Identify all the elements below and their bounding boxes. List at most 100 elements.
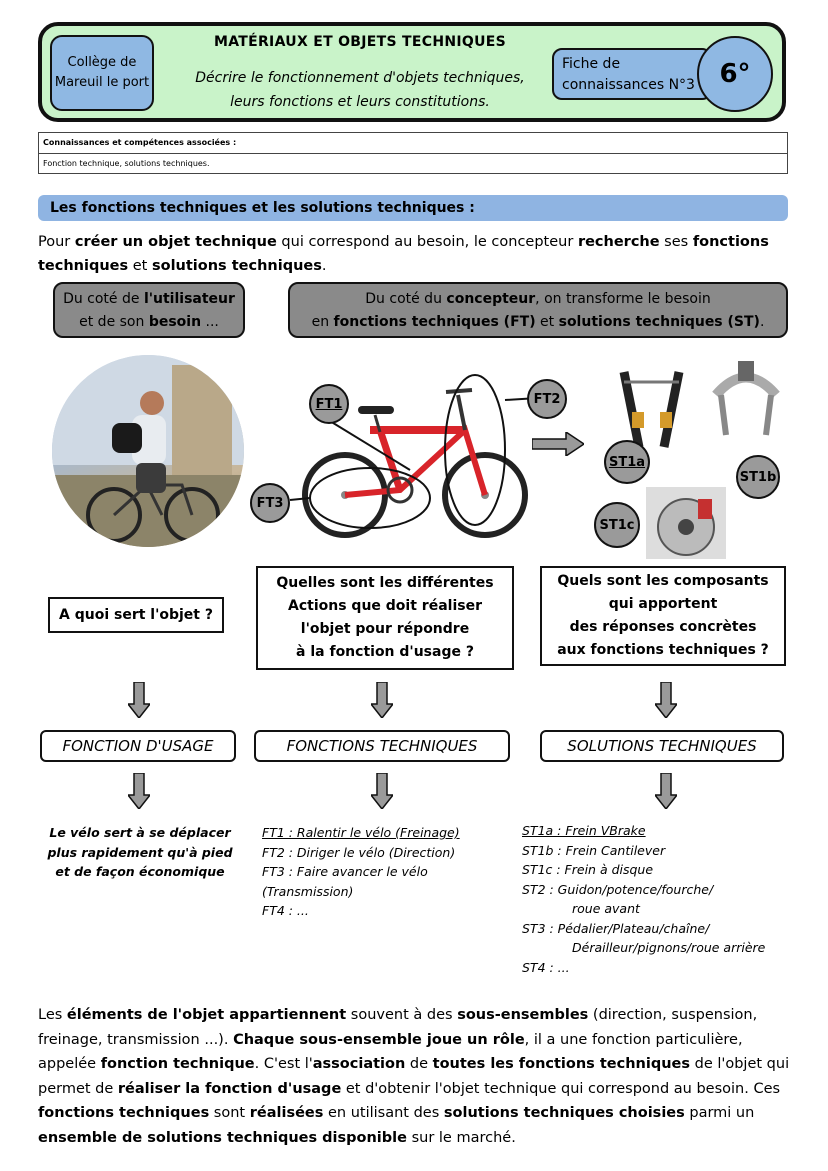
st1b-label: ST1b — [736, 455, 780, 499]
st-list-item: ST4 : ... — [522, 959, 570, 975]
fiche-line-2: connaissances N°3 — [562, 77, 695, 93]
st-question-line: des réponses concrètes — [569, 619, 757, 635]
designer-side-box: Du coté du concepteur, on transforme le … — [288, 282, 788, 338]
st-question-box: Quels sont les composants qui apportent … — [540, 566, 786, 666]
cantilever-brake-image — [712, 361, 780, 436]
intro-text: et — [128, 258, 152, 274]
disc-brake-image — [646, 487, 726, 559]
ft2-text: FT2 — [533, 391, 561, 407]
user-box-bold: l'utilisateur — [143, 291, 235, 307]
ft3-label: FT3 — [250, 483, 290, 523]
down-arrow-icon — [655, 682, 677, 718]
st1a-label: ST1a — [604, 440, 650, 484]
footer-bold: ensemble de solutions techniques disponi… — [38, 1129, 407, 1146]
intro-text: . — [321, 258, 327, 274]
st1c-text: ST1c — [599, 517, 635, 533]
designer-box-text: , on transforme le besoin — [535, 291, 711, 307]
designer-box-text: en — [311, 314, 334, 330]
footer-text: sur le marché. — [406, 1129, 516, 1146]
footer-text: , il a une fonction particulière, appelé… — [38, 1031, 743, 1073]
usage-line: Le vélo sert à se déplacer — [49, 825, 231, 840]
school-name: Collège de Mareuil le port — [50, 35, 154, 111]
down-arrow-icon — [655, 773, 677, 809]
designer-box-bold: concepteur — [446, 291, 536, 307]
ft1-label: FT1 — [309, 384, 349, 424]
footer-bold: réaliser la fonction d'usage — [117, 1080, 342, 1097]
st-question-line: Quels sont les composants — [557, 573, 769, 589]
ft-list: FT1 : Ralentir le vélo (Freinage) FT2 : … — [262, 823, 522, 921]
footer-text: de l'objet qui permet de — [38, 1056, 790, 1097]
st-list-item: ST1c : Frein à disque — [522, 862, 654, 877]
fiche-line-1: Fiche de — [562, 56, 621, 72]
st1c-label: ST1c — [594, 502, 640, 548]
footer-bold: sous-ensembles — [457, 1007, 589, 1023]
intro-bold: créer un objet technique — [74, 234, 277, 250]
designer-box-bold: fonctions techniques (FT) — [333, 314, 536, 330]
fonctions-techniques-header: FONCTIONS TECHNIQUES — [254, 730, 510, 762]
user-side-box: Du coté de l'utilisateur et de son besoi… — [53, 282, 245, 338]
footer-paragraph: Les éléments de l'objet appartiennent so… — [38, 1003, 798, 1150]
usage-line: plus rapidement qu'à pied — [47, 844, 233, 860]
user-box-text: Du coté de — [63, 291, 144, 307]
intro-text: Pour — [38, 234, 75, 250]
footer-text: et d'obtenir l'objet technique qui corre… — [341, 1080, 781, 1097]
down-arrow-icon — [128, 682, 150, 718]
right-arrow-icon — [532, 432, 584, 456]
footer-bold: Chaque sous-ensemble joue un rôle — [233, 1031, 525, 1048]
section-title: Les fonctions techniques et les solution… — [38, 195, 788, 221]
competences-table: Connaissances et compétences associées :… — [38, 132, 788, 174]
grade-badge: 6° — [697, 36, 773, 112]
solutions-techniques-header: SOLUTIONS TECHNIQUES — [540, 730, 784, 762]
designer-box-text: . — [759, 314, 765, 330]
st-question-line: qui apportent — [608, 596, 718, 612]
cyclist-photo — [52, 355, 244, 547]
intro-bold: recherche — [577, 234, 660, 250]
ft-question-box: Quelles sont les différentes Actions que… — [256, 566, 514, 670]
page-subtitle: Décrire le fonctionnement d'objets techn… — [160, 66, 560, 114]
usage-question-box: A quoi sert l'objet ? — [48, 597, 224, 633]
vbrake-image — [619, 371, 684, 448]
footer-text: en utilisant des — [323, 1105, 444, 1121]
footer-bold: fonctions techniques — [38, 1105, 210, 1121]
intro-text: ses — [659, 234, 693, 250]
usage-line: et de façon économique — [55, 864, 225, 879]
ft3-text: FT3 — [256, 495, 284, 511]
user-box-text: ... — [201, 314, 219, 330]
designer-box-bold: solutions techniques (ST) — [558, 314, 760, 330]
st-list: ST1a : Frein VBrake ST1b : Frein Cantile… — [522, 821, 792, 977]
ft1-text: FT1 — [315, 396, 343, 412]
ft-list-item: (Transmission) — [262, 883, 354, 899]
footer-text: sont — [209, 1105, 250, 1121]
footer-text: parmi un — [684, 1105, 755, 1121]
footer-text: Les — [38, 1007, 67, 1023]
competences-heading: Connaissances et compétences associées : — [39, 133, 787, 154]
user-box-text: et de son — [79, 314, 149, 330]
cyclist-illustration — [52, 355, 244, 547]
callout-lines — [289, 374, 539, 529]
st1a-text: ST1a — [608, 454, 646, 470]
st1b-text: ST1b — [739, 469, 777, 485]
st-list-item: ST1a : Frein VBrake — [522, 823, 646, 838]
ft2-label: FT2 — [527, 379, 567, 419]
intro-paragraph: Pour créer un objet technique qui corres… — [38, 230, 798, 278]
ft-question-line: Quelles sont les différentes — [276, 575, 494, 591]
ft-list-item: FT1 : Ralentir le vélo (Freinage) — [262, 825, 460, 840]
competences-content: Fonction technique, solutions techniques… — [43, 159, 210, 168]
footer-bold: éléments de l'objet appartiennent — [66, 1007, 347, 1023]
designer-box-text: Du coté du — [365, 291, 447, 307]
st-list-item: ST2 : Guidon/potence/fourche/ — [522, 881, 714, 897]
fiche-label: Fiche de connaissances N°3 — [552, 48, 712, 100]
intro-bold: fonctions techniques — [38, 234, 769, 274]
footer-bold: association — [312, 1056, 406, 1072]
user-box-bold: besoin — [148, 314, 202, 330]
subtitle-line-1: Décrire le fonctionnement d'objets techn… — [195, 70, 525, 86]
intro-text: qui correspond au besoin, le concepteur — [276, 234, 578, 250]
ft-question-line: Actions que doit réaliser — [288, 598, 482, 614]
intro-bold: solutions techniques — [151, 258, 322, 274]
st-list-item: ST1b : Frein Cantilever — [522, 842, 666, 858]
designer-box-text: et — [535, 314, 559, 330]
footer-bold: toutes les fonctions techniques — [432, 1056, 690, 1072]
page-title: MATÉRIAUX ET OBJETS TECHNIQUES — [213, 34, 506, 50]
fonction-usage-header: FONCTION D'USAGE — [40, 730, 236, 762]
st-list-item: Dérailleur/pignons/roue arrière — [572, 940, 766, 955]
